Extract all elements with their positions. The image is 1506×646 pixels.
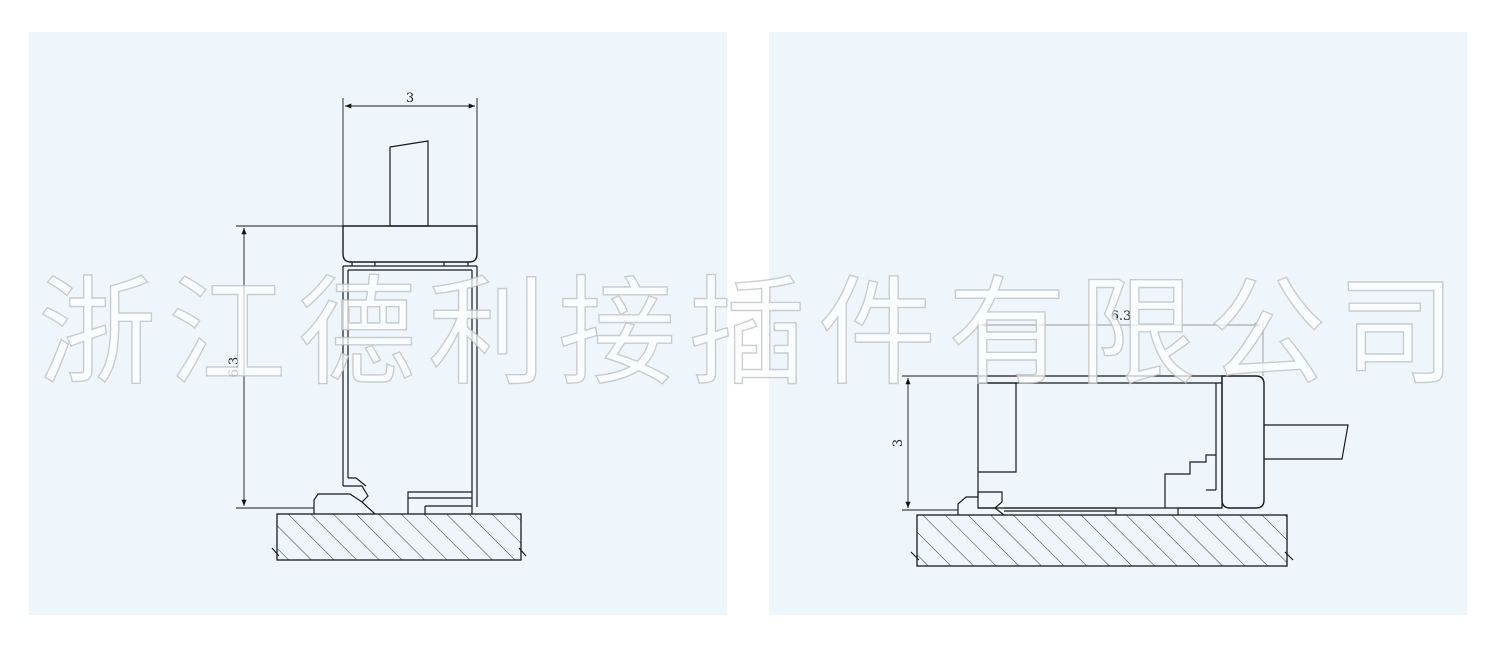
right-height-dimension-label: 3 [891,439,906,447]
left-pcb-base [276,513,522,561]
right-left-window [978,382,1017,473]
left-width-dimension-label: 3 [406,91,414,106]
front-view-drawing [902,320,1349,567]
right-cap [1221,375,1265,509]
right-step-profile [1164,454,1216,508]
right-terminal-left [957,491,1003,515]
left-cap [342,225,478,263]
right-terminal-right [1177,507,1222,515]
side-view-drawing [236,98,527,561]
right-actuator-stem [1264,424,1349,460]
left-pcb-break-left [271,547,280,557]
left-terminal-right [407,491,473,514]
left-actuator-stem [389,140,429,227]
right-body [977,375,1223,509]
left-pcb-break-right [518,547,527,557]
right-pcb-base [916,514,1288,567]
right-width-dimension-label: 6.3 [1111,309,1132,324]
left-height-dimension-label: 6.3 [227,357,242,378]
left-terminal-left [313,485,369,514]
